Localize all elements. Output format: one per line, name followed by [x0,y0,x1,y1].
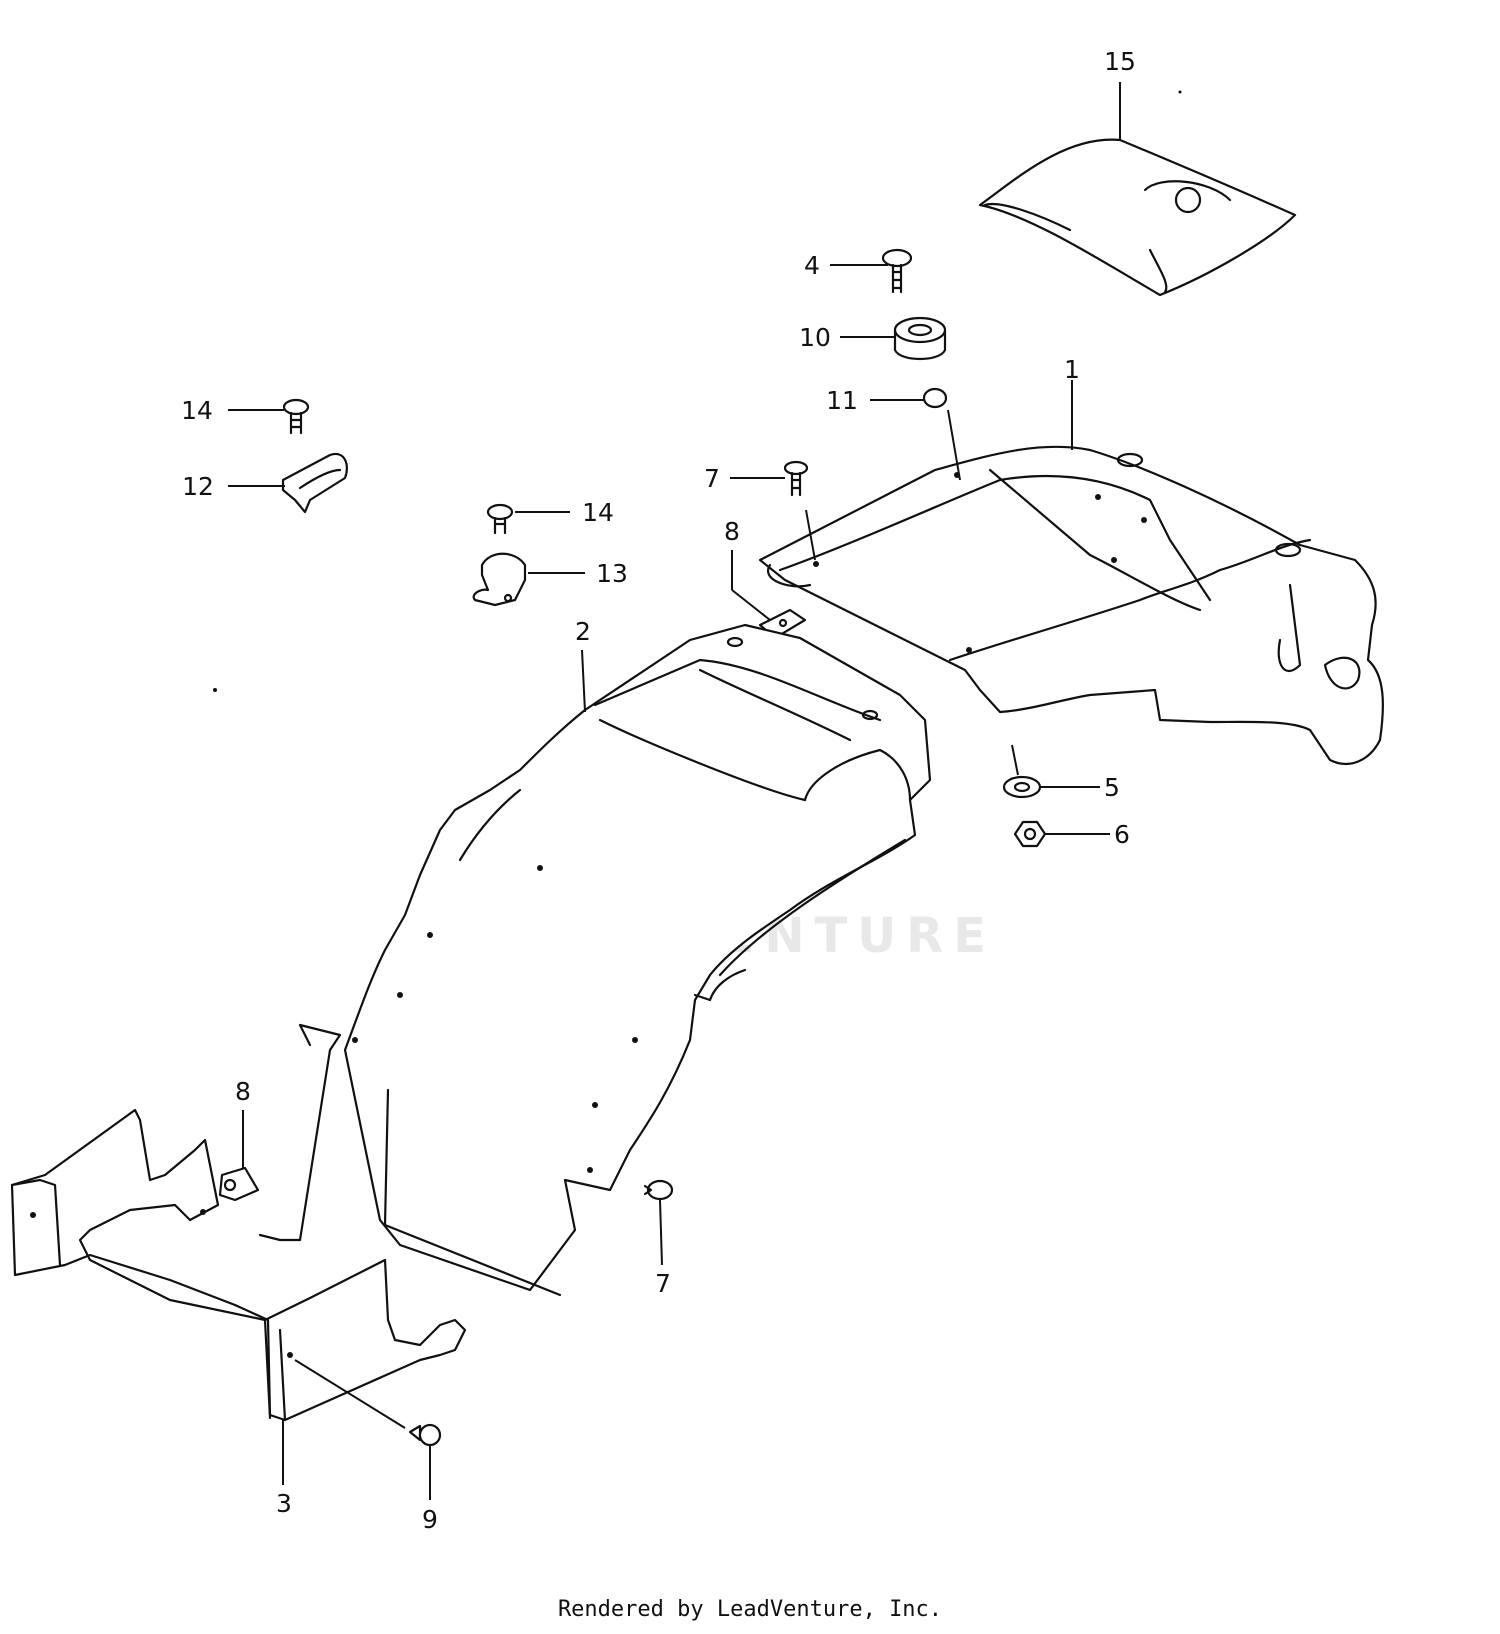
callout-11: 11 [826,386,858,415]
part-6-nut [1013,820,1047,848]
callout-14-mid: 14 [582,498,614,527]
leader-lines [228,82,1121,1500]
part-8-clip-bottom [218,1166,260,1202]
callout-13: 13 [596,559,628,588]
part-14-screw-left [282,398,310,435]
callout-2: 2 [575,617,591,646]
part-15-cover [978,138,1297,297]
callout-15: 15 [1104,47,1136,76]
part-7-screw-top [783,460,819,567]
part-12-clamp [281,452,348,514]
callout-8-bottom: 8 [235,1077,251,1106]
footer-credit: Rendered by LeadVenture, Inc. [558,1597,942,1622]
callout-1: 1 [1064,355,1080,384]
part-13-clamp [472,552,527,607]
callout-12: 12 [182,472,214,501]
callout-10: 10 [799,323,831,352]
part-1-rear-fender [758,445,1384,765]
callout-3: 3 [276,1489,292,1518]
callout-6: 6 [1114,820,1130,849]
part-5-washer [1002,775,1042,799]
callout-7-bottom: 7 [655,1269,671,1298]
callout-labels: 15 4 10 11 1 14 12 14 13 7 8 2 5 6 8 7 3… [181,47,1136,1534]
callout-14-left: 14 [181,396,213,425]
part-3-flap [10,1023,467,1422]
callout-9: 9 [422,1505,438,1534]
part-11-collar [922,387,948,409]
callout-7-top: 7 [704,464,720,493]
speck [213,688,217,692]
part-14-screw-mid [486,503,514,535]
callout-5: 5 [1104,773,1120,802]
callout-8-top: 8 [724,517,740,546]
callout-4: 4 [804,251,820,280]
part-10-grommet [893,316,947,360]
speck [1178,90,1182,94]
part-2-main-fender [343,623,932,1297]
part-7-screw-bottom [643,1179,674,1201]
part-4-screw [881,248,913,294]
